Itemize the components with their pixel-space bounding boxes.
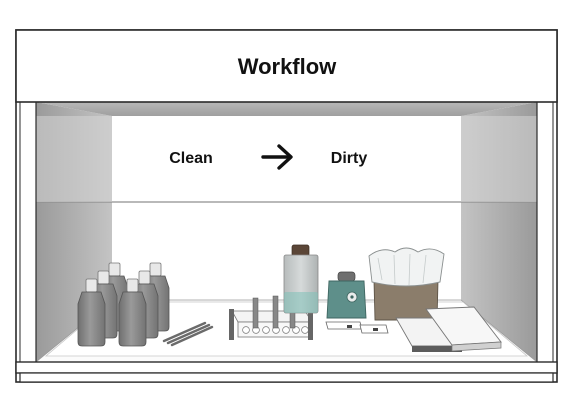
header-title: Workflow bbox=[238, 54, 337, 79]
sash-upper-right bbox=[461, 116, 537, 202]
test-tube-rack bbox=[229, 295, 313, 340]
trays bbox=[395, 306, 502, 352]
hood-ceiling bbox=[36, 102, 537, 116]
header-panel bbox=[15, 29, 558, 103]
sash-upper-left bbox=[36, 116, 112, 202]
small-instrument bbox=[325, 321, 389, 334]
flow-start-label: Clean bbox=[169, 150, 213, 167]
reagent-bottles bbox=[77, 262, 170, 347]
flow-end-label: Dirty bbox=[331, 150, 368, 167]
waste-bin bbox=[368, 247, 445, 321]
right-arrow-icon bbox=[261, 144, 293, 170]
bottle bbox=[77, 278, 106, 347]
vortex-mixer bbox=[326, 271, 367, 319]
hood-base bbox=[19, 372, 554, 383]
hood-sill bbox=[15, 361, 558, 374]
storage-jar bbox=[283, 244, 319, 314]
pipettes bbox=[162, 321, 214, 347]
bottle bbox=[118, 278, 147, 347]
